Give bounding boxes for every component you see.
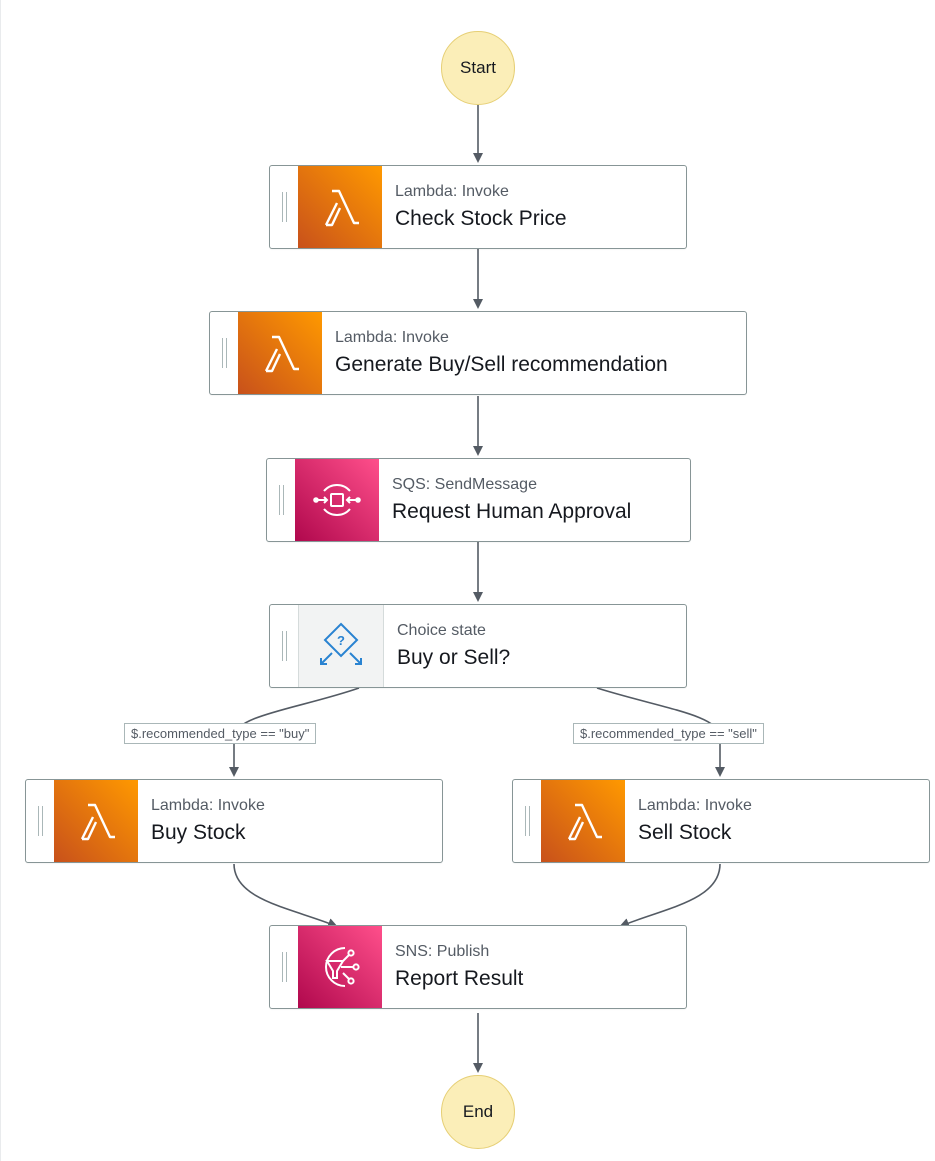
edge-buy-to-report <box>233 863 338 928</box>
drag-handle-icon[interactable] <box>210 312 238 394</box>
state-generate-recommendation[interactable]: Lambda: Invoke Generate Buy/Sell recomme… <box>209 311 747 395</box>
state-buy-or-sell-choice[interactable]: ? Choice state Buy or Sell? <box>269 604 687 688</box>
state-name-label: Buy or Sell? <box>397 645 511 669</box>
state-check-stock-price[interactable]: Lambda: Invoke Check Stock Price <box>269 165 687 249</box>
drag-handle-icon[interactable] <box>270 605 298 687</box>
lambda-icon <box>298 166 382 248</box>
lambda-icon <box>541 780 625 862</box>
edge-label-sell-condition: $.recommended_type == "sell" <box>573 723 764 744</box>
sns-icon <box>298 926 382 1008</box>
end-label: End <box>462 1102 494 1121</box>
edge-sell-to-report <box>619 863 721 928</box>
start-node[interactable]: Start <box>441 31 515 105</box>
state-request-human-approval[interactable]: SQS: SendMessage Request Human Approval <box>266 458 691 542</box>
drag-handle-icon[interactable] <box>267 459 295 541</box>
edge-label-buy-condition: $.recommended_type == "buy" <box>124 723 317 744</box>
svg-text:?: ? <box>337 633 345 648</box>
state-name-label: Buy Stock <box>151 820 246 844</box>
state-type-label: Lambda: Invoke <box>638 796 752 814</box>
state-type-label: Lambda: Invoke <box>395 182 509 200</box>
state-sell-stock[interactable]: Lambda: Invoke Sell Stock <box>512 779 930 863</box>
start-label: Start <box>460 58 496 77</box>
state-report-result[interactable]: SNS: Publish Report Result <box>269 925 687 1009</box>
state-name-label: Generate Buy/Sell recommendation <box>335 352 668 376</box>
state-name-label: Request Human Approval <box>392 499 632 523</box>
drag-handle-icon[interactable] <box>513 780 541 862</box>
state-name-label: Check Stock Price <box>395 206 567 230</box>
sqs-icon <box>295 459 379 541</box>
state-type-label: Lambda: Invoke <box>335 328 449 346</box>
state-buy-stock[interactable]: Lambda: Invoke Buy Stock <box>25 779 443 863</box>
state-type-label: Choice state <box>397 621 486 639</box>
state-name-label: Sell Stock <box>638 820 732 844</box>
lambda-icon <box>238 312 322 394</box>
drag-handle-icon[interactable] <box>270 166 298 248</box>
lambda-icon <box>54 780 138 862</box>
state-name-label: Report Result <box>395 966 524 990</box>
state-type-label: Lambda: Invoke <box>151 796 265 814</box>
state-type-label: SNS: Publish <box>395 942 490 960</box>
choice-icon: ? <box>298 605 384 687</box>
end-node[interactable]: End <box>441 1075 515 1149</box>
drag-handle-icon[interactable] <box>270 926 298 1008</box>
state-type-label: SQS: SendMessage <box>392 475 537 493</box>
drag-handle-icon[interactable] <box>26 780 54 862</box>
